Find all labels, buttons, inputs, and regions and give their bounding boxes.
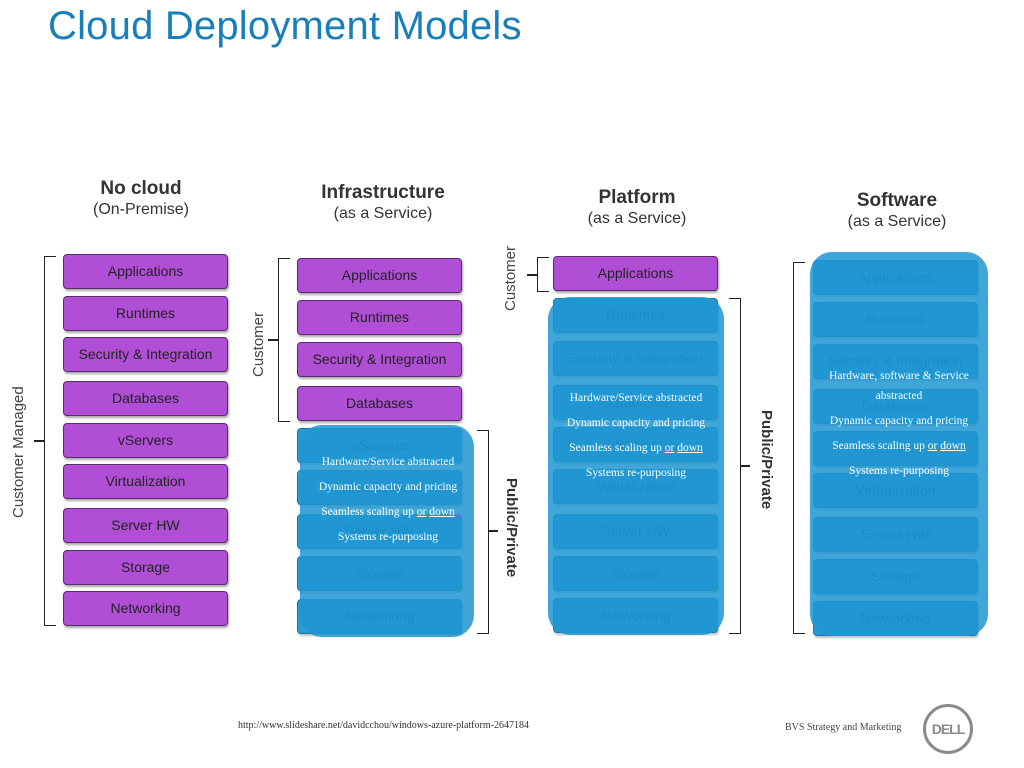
abstraction-item: Dynamic capacity and pricing — [566, 417, 706, 429]
abstraction-item-or: or — [664, 442, 675, 454]
column-subtitle: (as a Service) — [587, 210, 687, 227]
abstraction-list: Hardware/Service abstracted Dynamic capa… — [566, 388, 706, 488]
provider-managed-overlay — [300, 425, 474, 637]
layer-databases: Databases — [63, 381, 228, 416]
brace-public-private — [793, 262, 805, 634]
layer-runtimes: Runtimes — [63, 296, 228, 331]
abstraction-item-or: or — [416, 506, 427, 518]
abstraction-item-down: down — [429, 506, 455, 518]
abstraction-item-down: down — [677, 442, 703, 454]
column-subtitle: (as a Service) — [847, 213, 947, 230]
column-header-paas: Platform (as a Service) — [552, 187, 722, 229]
abstraction-item-text: Seamless scaling up — [569, 442, 665, 454]
layer-runtimes: Runtimes — [297, 300, 462, 335]
page-title: Cloud Deployment Models — [48, 4, 522, 48]
layer-databases: Databases — [297, 386, 462, 421]
label-public-private: Public/Private — [503, 478, 520, 578]
brace-customer — [537, 257, 549, 292]
brace-public-private — [477, 430, 489, 634]
abstraction-item-down: down — [940, 440, 966, 452]
abstraction-list: Hardware/Service abstracted Dynamic capa… — [318, 452, 458, 552]
layer-storage: Storage — [63, 550, 228, 585]
abstraction-item: Systems re-purposing — [849, 465, 949, 477]
abstraction-item-text: Seamless scaling up — [832, 440, 928, 452]
column-title: Infrastructure — [321, 182, 445, 203]
column-header-saas: Software (as a Service) — [812, 190, 982, 232]
layer-server-hw: Server HW — [63, 508, 228, 543]
brace-tick — [527, 274, 537, 276]
brace-tick — [268, 339, 278, 341]
label-public-private: Public/Private — [758, 410, 775, 510]
column-header-iaas: Infrastructure (as a Service) — [298, 182, 468, 224]
layer-virtualization: Virtualization — [63, 464, 228, 499]
column-header-no-cloud: No cloud (On-Premise) — [56, 178, 226, 220]
label-customer: Customer — [502, 245, 519, 311]
layer-networking: Networking — [63, 591, 228, 626]
column-title: Software — [856, 190, 938, 211]
provider-managed-overlay — [548, 297, 724, 635]
abstraction-item: Hardware, software & Service abstracted — [829, 370, 969, 402]
source-url: http://www.slideshare.net/davidcchou/win… — [238, 720, 529, 731]
abstraction-item: Hardware/Service abstracted — [569, 392, 703, 404]
column-subtitle: (On-Premise) — [92, 201, 189, 218]
abstraction-item-text: Seamless scaling up — [321, 506, 417, 518]
provider-managed-overlay — [810, 252, 988, 636]
label-customer: Customer — [250, 311, 267, 377]
abstraction-item: Systems re-purposing — [586, 467, 686, 479]
abstraction-item: Hardware/Service abstracted — [321, 456, 455, 468]
abstraction-item: Dynamic capacity and pricing — [318, 481, 458, 493]
label-customer-managed: Customer Managed — [10, 386, 27, 518]
brace-tick — [488, 530, 498, 532]
brace-customer — [278, 258, 290, 422]
layer-security-integration: Security & Integration — [297, 342, 462, 377]
abstraction-item: Systems re-purposing — [338, 531, 438, 543]
abstraction-item: Dynamic capacity and pricing — [829, 415, 969, 427]
brace-customer-managed — [44, 256, 56, 626]
footer-brand: BVS Strategy and Marketing — [785, 722, 902, 733]
abstraction-item-or: or — [927, 440, 938, 452]
abstraction-item: Seamless scaling up or down — [318, 502, 458, 522]
abstraction-item: Seamless scaling up or down — [566, 438, 706, 458]
abstraction-list: Hardware, software & Service abstracted … — [828, 366, 970, 486]
brace-tick — [740, 465, 750, 467]
layer-applications: Applications — [297, 258, 462, 293]
layer-vservers: vServers — [63, 423, 228, 458]
column-title: Platform — [598, 187, 676, 208]
brace-tick — [34, 440, 44, 442]
layer-applications: Applications — [63, 254, 228, 289]
layer-security-integration: Security & Integration — [63, 337, 228, 372]
dell-logo: DELL — [923, 704, 973, 754]
layer-applications: Applications — [553, 256, 718, 291]
abstraction-item: Seamless scaling up or down — [828, 436, 970, 456]
column-subtitle: (as a Service) — [333, 205, 433, 222]
column-title: No cloud — [100, 178, 182, 199]
